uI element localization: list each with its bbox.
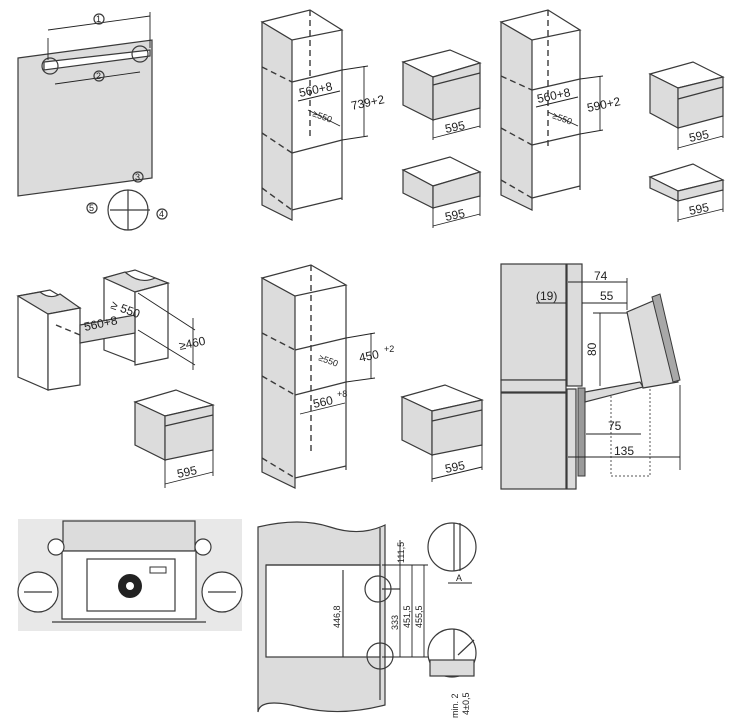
dim-width-560-d: 560 (312, 393, 335, 411)
appliance-e-figure: 595 (133, 389, 215, 488)
dim-4-tolerance: 4±0,5 (461, 693, 471, 715)
dim-455-5: 455,5 (414, 605, 424, 628)
callout-5: 5 (89, 203, 94, 213)
dim-width-560-b: 560+8 (536, 85, 572, 106)
door-clearance-figure: 74 (19) 55 80 75 135 (500, 263, 681, 490)
detail-a-label: A (456, 573, 462, 583)
dim-75: 75 (608, 419, 622, 433)
appliance-d-figure: 595 (648, 163, 725, 222)
dim-19: (19) (536, 289, 557, 303)
appliance-c-figure: 595 (648, 61, 725, 150)
dim-width-560: 560+8 (298, 79, 334, 100)
appliance-a-figure: 595 (401, 49, 482, 140)
dim-min-2: min. 2 (450, 693, 460, 718)
dim-111-5: 111,5 (396, 542, 406, 563)
dim-80: 80 (585, 342, 599, 356)
dim-74: 74 (594, 269, 608, 283)
dim-height-450: 450 (358, 347, 381, 365)
callout-3: 3 (135, 172, 140, 182)
front-panel-figure: 1 2 3 4 5 (17, 12, 168, 231)
dim-width-560-c: 560+8 (83, 313, 119, 334)
dim-width-595-e: 595 (176, 463, 199, 481)
dim-depth-550: ≥550 (311, 108, 333, 124)
tall-cabinet-739-figure: 739+2 560+8 ≥550 (260, 9, 386, 221)
dim-135: 135 (614, 444, 634, 458)
base-units-figure: ≥460 ≥ 550 560+8 (16, 269, 207, 391)
dim-depth-550-b: ≥550 (551, 110, 573, 126)
dim-333: 333 (390, 615, 400, 630)
dim-depth-550-d: ≥550 (317, 352, 339, 368)
dim-height-460: ≥460 (178, 334, 207, 353)
appliance-b-figure: 595 (401, 156, 482, 228)
dim-width-595-b: 595 (444, 206, 467, 224)
dim-451-5: 451,5 (402, 605, 412, 628)
dim-width-595-f: 595 (444, 458, 467, 476)
dim-width-595-c: 595 (688, 127, 711, 145)
dim-width-595-d: 595 (688, 200, 711, 218)
dim-height-450-tol: +2 (384, 344, 394, 354)
appliance-front-mounting-figure (17, 519, 243, 631)
dim-width-560-d-tol: +8 (337, 389, 347, 399)
dim-55: 55 (600, 289, 614, 303)
dim-height-590: 590+2 (586, 94, 622, 115)
tall-cabinet-450-figure: 450 +2 ≥550 560 +8 (260, 264, 394, 489)
dim-width-595-a: 595 (444, 118, 467, 136)
tall-cabinet-590-figure: 590+2 560+8 ≥550 (499, 9, 622, 211)
callout-2: 2 (96, 71, 101, 81)
appliance-f-figure: 595 (400, 384, 485, 482)
dim-446-8: 446,8 (332, 605, 342, 628)
callout-1: 1 (96, 14, 101, 24)
dim-height-739: 739+2 (350, 92, 386, 113)
callout-4: 4 (159, 209, 164, 219)
section-figure: 111,5 446,8 333 451,5 455,5 A min. 2 4±0… (257, 521, 477, 718)
